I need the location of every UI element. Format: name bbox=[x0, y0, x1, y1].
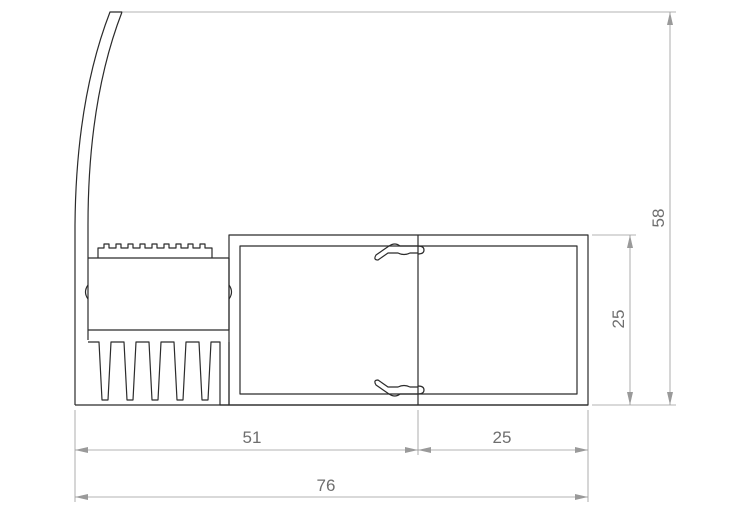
dimension-25-vertical: 25 bbox=[609, 235, 633, 405]
body-groove-left bbox=[84, 284, 89, 300]
finned-body bbox=[88, 257, 230, 406]
dimension-25-horizontal: 25 bbox=[418, 428, 588, 453]
dimension-76: 76 bbox=[75, 476, 588, 500]
lower-clip bbox=[374, 379, 418, 397]
dimension-label-25-horizontal: 25 bbox=[493, 428, 512, 447]
serrated-channel bbox=[97, 243, 213, 258]
extension-lines bbox=[74, 11, 676, 502]
dimension-label-25-vertical: 25 bbox=[609, 310, 628, 329]
aluminium-profile bbox=[74, 11, 589, 406]
curved-lip bbox=[74, 11, 123, 405]
dimension-label-76: 76 bbox=[317, 476, 336, 495]
body-groove-right bbox=[228, 284, 233, 300]
tube-inner bbox=[239, 245, 578, 395]
dimension-51: 51 bbox=[75, 428, 418, 453]
dimension-58: 58 bbox=[649, 12, 673, 405]
lower-clip-hook bbox=[417, 385, 425, 395]
tube-outer bbox=[228, 234, 589, 406]
dimension-label-58: 58 bbox=[649, 209, 668, 228]
dimension-label-51: 51 bbox=[243, 428, 262, 447]
upper-clip bbox=[374, 243, 418, 261]
upper-clip-hook bbox=[417, 245, 425, 255]
